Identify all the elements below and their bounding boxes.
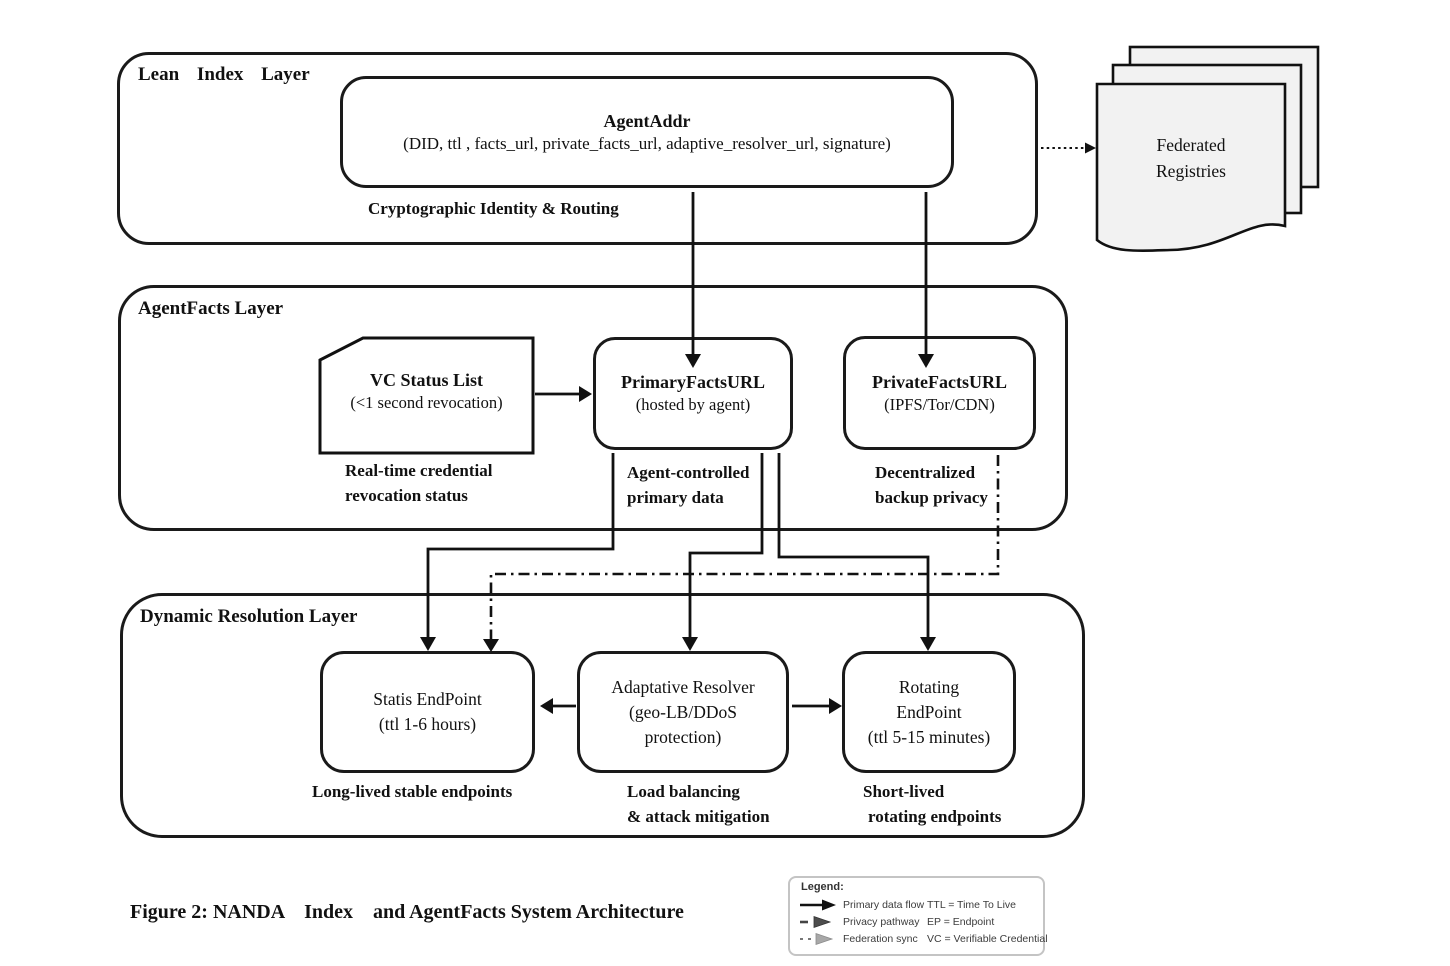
static-endpoint-line1: Statis EndPoint — [373, 689, 482, 709]
federated-registries-stack — [1095, 45, 1320, 253]
legend-title: Legend: — [801, 881, 844, 893]
legend-box: Legend: Primary data flow TTL = Time To … — [788, 876, 1048, 956]
dynamic-resolution-layer-container — [120, 593, 1085, 838]
static-endpoint-box: Statis EndPoint (ttl 1-6 hours) — [320, 651, 535, 773]
rotating-endpoint-caption: Short-lived rotating endpoints — [863, 779, 1001, 829]
legend-abbr-ep: EP = Endpoint — [927, 915, 995, 928]
private-facts-url-title: PrivateFactsURL — [872, 371, 1007, 392]
lean-index-layer-title: Lean Index Layer — [138, 64, 310, 85]
legend-label-federation: Federation sync — [843, 932, 918, 945]
private-facts-url-box: PrivateFactsURL (IPFS/Tor/CDN) — [843, 336, 1036, 450]
primary-facts-url-box: PrimaryFactsURL (hosted by agent) — [593, 337, 793, 450]
agentaddr-to-primaryfacts-arrow — [685, 192, 701, 368]
vcstatus-to-primaryfacts-arrow — [535, 386, 592, 402]
legend-abbr-ttl: TTL = Time To Live — [927, 898, 1016, 911]
private-facts-caption-line1: Decentralized — [875, 463, 976, 482]
vc-caption-line2: revocation status — [345, 486, 468, 505]
vc-status-list-subtitle: (<1 second revocation) — [350, 393, 503, 412]
vc-status-list-shape — [318, 336, 535, 455]
privatefacts-privacy-pathway-connector — [483, 455, 1000, 652]
agentaddr-to-privatefacts-arrow — [918, 192, 934, 368]
legend-label-privacy: Privacy pathway — [843, 915, 920, 928]
legend-abbr-vc: VC = Verifiable Credential — [927, 932, 1048, 945]
vc-status-list-box: VC Status List (<1 second revocation) — [322, 368, 531, 414]
rotating-endpoint-line3: (ttl 5-15 minutes) — [867, 726, 991, 747]
static-endpoint-caption: Long-lived stable endpoints — [312, 782, 513, 801]
rotating-caption-line2: rotating endpoints — [868, 807, 1002, 826]
federated-registries-label: Federated Registries — [1156, 135, 1226, 181]
adaptive-caption-line2: & attack mitigation — [627, 807, 770, 826]
primaryfacts-to-static-endpoint-connector — [420, 453, 615, 651]
primary-data-flow-arrow-icon — [800, 899, 836, 910]
vc-caption-line1: Real-time credential — [345, 461, 493, 480]
rotating-endpoint-box: Rotating EndPoint (ttl 5-15 minutes) — [842, 651, 1016, 773]
primary-facts-caption: Agent-controlled primary data — [627, 460, 749, 510]
primary-facts-url-subtitle: (hosted by agent) — [635, 395, 751, 414]
rotating-endpoint-line2: EndPoint — [896, 701, 962, 722]
federation-sync-arrow-icon — [800, 932, 834, 945]
registries-front-page — [1095, 82, 1287, 253]
legend-label-primary: Primary data flow — [843, 898, 925, 911]
private-facts-caption: Decentralized backup privacy — [875, 460, 988, 510]
agentaddr-fields: (DID, ttl , facts_url, private_facts_url… — [403, 133, 891, 153]
vc-status-list-caption: Real-time credential revocation status — [345, 458, 492, 508]
federation-sync-arrow — [1041, 142, 1096, 154]
legend-row-privacy: Privacy pathway EP = Endpoint — [799, 914, 994, 929]
rotating-endpoint-line1: Rotating — [898, 676, 960, 697]
legend-row-primary: Primary data flow TTL = Time To Live — [799, 897, 1016, 912]
privacy-pathway-arrow-icon — [800, 915, 832, 928]
legend-row-federation: Federation sync VC = Verifiable Credenti… — [799, 931, 1048, 946]
adaptive-resolver-box: Adaptative Resolver (geo-LB/DDoS protect… — [577, 651, 789, 773]
static-endpoint-line2: (ttl 1-6 hours) — [378, 714, 477, 734]
adaptive-resolver-line3: protection) — [644, 726, 722, 747]
rotating-caption-line1: Short-lived — [863, 782, 945, 801]
adaptive-resolver-caption: Load balancing & attack mitigation — [627, 779, 770, 829]
private-facts-url-subtitle: (IPFS/Tor/CDN) — [884, 394, 995, 414]
agentaddr-caption: Cryptographic Identity & Routing — [368, 199, 619, 218]
agentfacts-layer-container — [118, 285, 1068, 531]
adaptive-resolver-line2: (geo-LB/DDoS — [629, 701, 737, 722]
adaptive-to-rotating-arrow — [792, 698, 842, 714]
private-facts-caption-line2: backup privacy — [875, 488, 988, 507]
primary-facts-caption-line1: Agent-controlled — [627, 463, 750, 482]
dynamic-resolution-layer-title: Dynamic Resolution Layer — [140, 606, 358, 627]
agentfacts-layer-title: AgentFacts Layer — [138, 298, 284, 319]
vc-status-list-title: VC Status List — [369, 370, 484, 390]
agentaddr-title: AgentAddr — [603, 110, 691, 131]
primary-facts-url-title: PrimaryFactsURL — [621, 372, 765, 392]
primaryfacts-to-rotating-endpoint-connector — [777, 453, 936, 651]
adaptive-caption-line1: Load balancing — [627, 782, 740, 801]
lean-index-layer-container — [117, 52, 1038, 245]
primaryfacts-to-adaptive-resolver-connector — [682, 453, 764, 651]
adaptive-resolver-line1: Adaptative Resolver — [611, 676, 755, 697]
primary-facts-caption-line2: primary data — [627, 488, 724, 507]
figure-caption: Figure 2: NANDA Index and AgentFacts Sys… — [130, 901, 684, 923]
agentaddr-box: AgentAddr (DID, ttl , facts_url, private… — [340, 76, 954, 188]
adaptive-to-static-arrow — [540, 698, 576, 714]
